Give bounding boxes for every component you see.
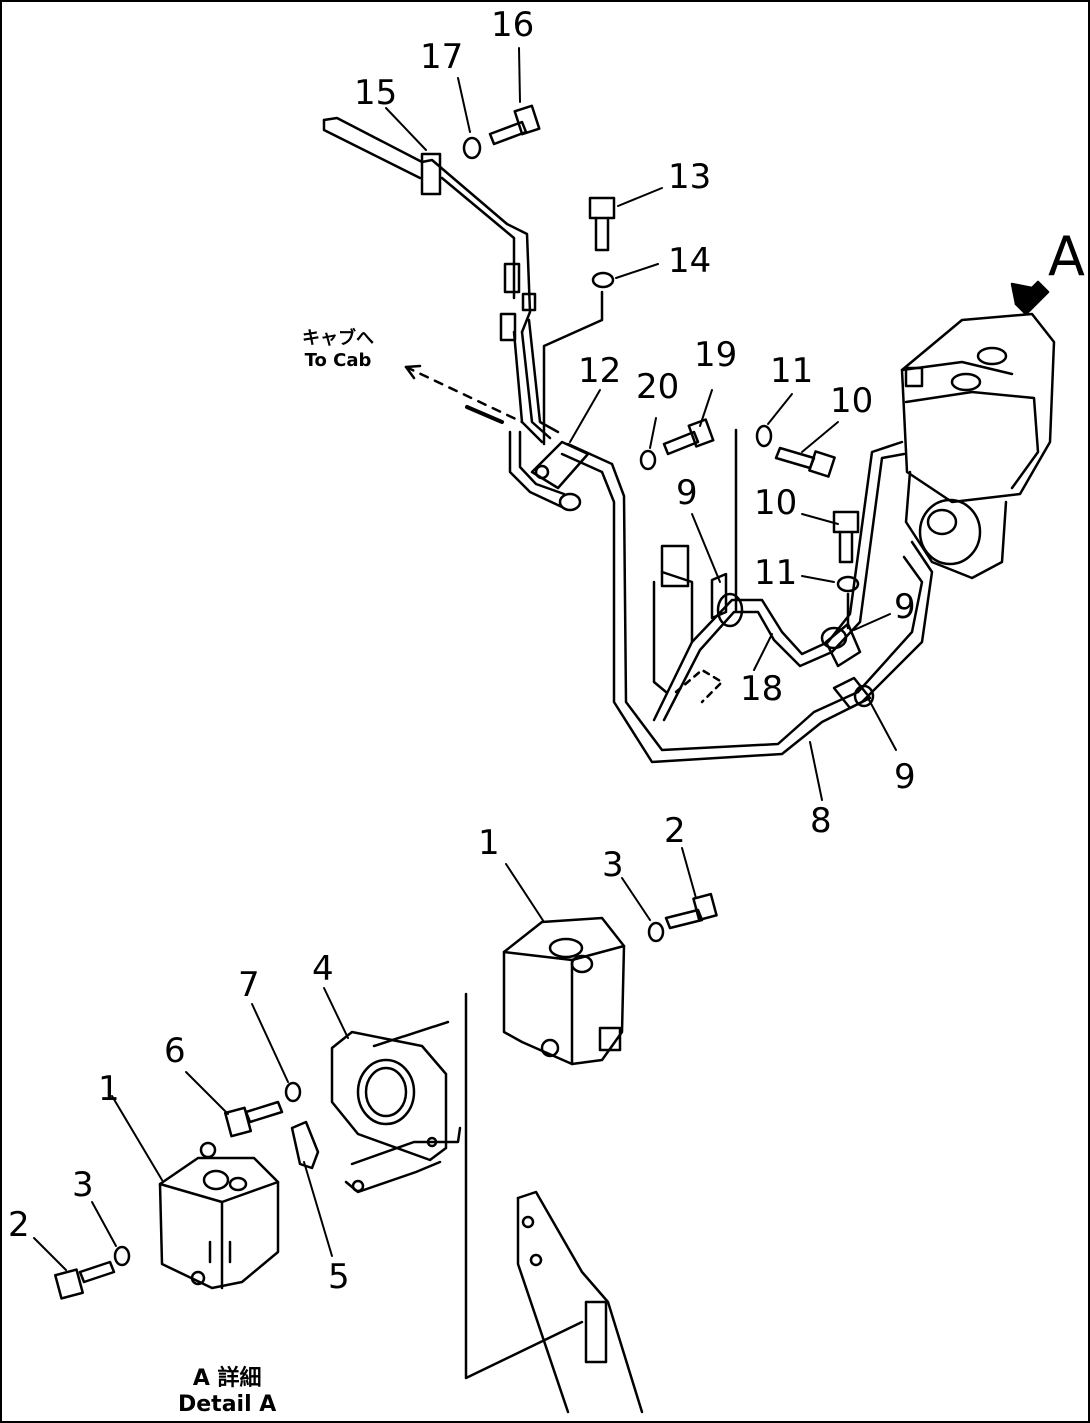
callout-9-left: 9 (676, 473, 698, 513)
valve-bracket (652, 544, 724, 704)
plate-leader (542, 290, 604, 446)
washer-3-left (113, 1245, 131, 1267)
callout-1-left: 1 (98, 1069, 120, 1109)
bolt-10a (774, 446, 836, 478)
detail-a-note: A 詳細 Detail A (178, 1366, 276, 1418)
callout-9-bottom: 9 (894, 757, 916, 797)
to-cab-note: キャブへ To Cab (302, 328, 374, 372)
washer-11b (836, 575, 860, 593)
hose-8 (508, 430, 934, 764)
side-bracket (516, 1190, 644, 1414)
callout-12: 12 (578, 351, 622, 391)
clamp-9b (820, 622, 862, 668)
callout-18: 18 (740, 669, 784, 709)
clamp-9a (710, 572, 744, 628)
bracket-5 (290, 1120, 320, 1170)
view-a-arrow (1010, 280, 1050, 316)
tank-assembly-upper (900, 312, 1056, 580)
clamp-9c (832, 676, 875, 710)
bolt-2-right (664, 892, 718, 930)
bolt-13 (588, 196, 616, 252)
clamp-12 (530, 440, 590, 512)
bolt-10b (832, 510, 860, 564)
callout-3-right: 3 (602, 845, 624, 885)
detail-a-en: Detail A (178, 1392, 277, 1417)
to-cab-en: To Cab (304, 350, 372, 371)
callout-7: 7 (238, 965, 260, 1005)
callout-8: 8 (810, 801, 832, 841)
callout-11-upper: 11 (770, 351, 814, 391)
tank-1-left (158, 1141, 280, 1290)
tank-1-right (502, 916, 626, 1066)
washer-11a (755, 424, 773, 448)
leader-lines (33, 47, 897, 1271)
bolt-2-left (54, 1260, 116, 1300)
view-marker-a: A (1048, 225, 1085, 288)
callout-5: 5 (328, 1257, 350, 1297)
bolt-16 (488, 104, 541, 146)
callout-13: 13 (668, 157, 712, 197)
to-cab-arrow (404, 364, 524, 424)
callout-11-lower: 11 (754, 553, 798, 593)
callout-10-upper: 10 (830, 381, 874, 421)
washer-7 (284, 1081, 302, 1103)
washer-17 (462, 136, 482, 160)
bolt-19 (662, 418, 715, 456)
callout-15: 15 (354, 73, 398, 113)
callout-9-right: 9 (894, 587, 916, 627)
callout-14: 14 (668, 241, 712, 281)
callout-2-left: 2 (8, 1205, 30, 1245)
callout-19: 19 (694, 335, 738, 375)
callout-2-right: 2 (664, 811, 686, 851)
frame-line (464, 992, 584, 1380)
callout-10-lower: 10 (754, 483, 798, 523)
callout-6: 6 (164, 1031, 186, 1071)
callout-1-right: 1 (478, 823, 500, 863)
harness-bracket-strip (322, 116, 532, 334)
to-cab-jp: キャブへ (302, 328, 374, 349)
detail-a-jp: A 詳細 (192, 1366, 262, 1391)
washer-14 (591, 271, 615, 289)
callout-17: 17 (420, 37, 464, 77)
callout-16: 16 (491, 5, 535, 45)
callout-20: 20 (636, 367, 680, 407)
washer-3-right (647, 921, 665, 943)
callout-4: 4 (312, 949, 334, 989)
mount-plate-4 (330, 1020, 462, 1194)
hose-18 (652, 440, 906, 722)
washer-20 (639, 449, 657, 471)
bolt-6 (223, 1100, 284, 1138)
callout-3-left: 3 (72, 1165, 94, 1205)
